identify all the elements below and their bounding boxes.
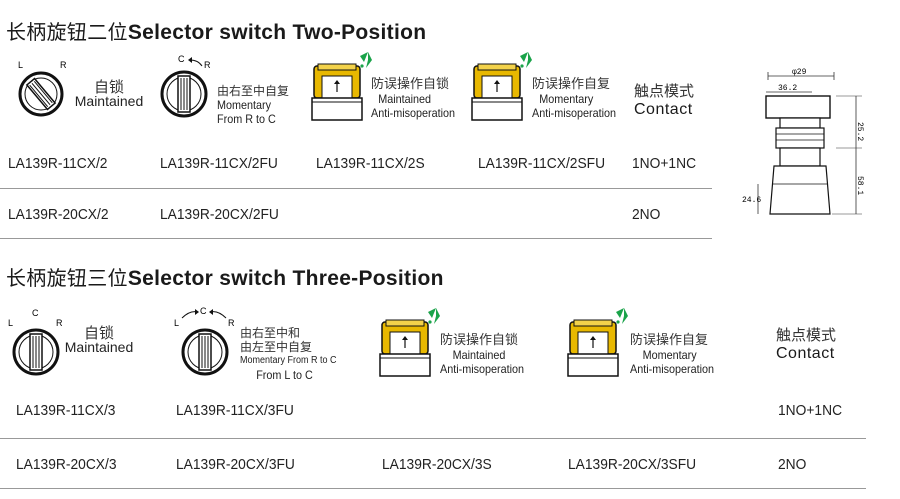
model-code: LA139R-20CX/2FU: [160, 206, 279, 223]
maintained-knob-icon: L R: [14, 58, 70, 120]
svg-text:24.6: 24.6: [742, 196, 761, 205]
three-position-momentary-knob-icon: L C R: [172, 304, 238, 378]
mode-anti-misoperation-maintained: 防误操作自锁 Maintained Anti-misoperation: [440, 333, 525, 377]
svg-text:25.2: 25.2: [855, 122, 864, 141]
model-code: LA139R-11CX/2FU: [160, 155, 278, 172]
mode-anti-misoperation-momentary: 防误操作自复 Momentary Anti-misoperation: [630, 333, 715, 377]
section-title-three-position: 长柄旋钮三位Selector switch Three-Position: [6, 262, 444, 291]
three-position-knob-icon: L C R: [6, 308, 68, 378]
svg-text:L: L: [174, 318, 179, 328]
mode-anti-misoperation-maintained: 防误操作自锁 Maintained Anti-misoperation: [371, 77, 456, 121]
dimension-drawing: φ29 36.2 25.2 58.1 24.6: [740, 66, 880, 236]
momentary-knob-icon: C R: [154, 52, 214, 120]
row-divider: [0, 188, 712, 189]
title-cn: 长柄旋钮三位: [6, 266, 128, 290]
title-cn: 长柄旋钮二位: [6, 20, 128, 44]
model-code: LA139R-11CX/2: [8, 155, 108, 172]
contact-value: 1NO+1NC: [632, 155, 697, 172]
mode-momentary-r-l-to-c: 由右至中和 由左至中自复 Momentary From R to C From …: [240, 326, 337, 382]
svg-text:φ29: φ29: [792, 68, 807, 77]
mode-maintained: 自锁 Maintained: [64, 324, 134, 355]
mode-anti-misoperation-momentary: 防误操作自复 Momentary Anti-misoperation: [532, 77, 617, 121]
anti-misoperation-switch-icon: [378, 306, 444, 380]
model-code: LA139R-11CX/3FU: [176, 402, 294, 419]
label-r: R: [60, 60, 67, 70]
svg-text:C: C: [200, 306, 207, 316]
contact-header: 触点模式 Contact: [776, 326, 837, 362]
model-code: LA139R-20CX/3FU: [176, 456, 295, 473]
svg-text:R: R: [228, 318, 235, 328]
row-divider: [0, 438, 866, 439]
contact-value: 2NO: [632, 206, 661, 223]
model-code: LA139R-11CX/3: [16, 402, 116, 419]
mode-maintained: 自锁 Maintained: [74, 78, 144, 109]
model-code: LA139R-20CX/2: [8, 206, 109, 223]
anti-misoperation-switch-icon: [566, 306, 632, 380]
section-title-two-position: 长柄旋钮二位Selector switch Two-Position: [6, 16, 426, 45]
svg-text:R: R: [56, 318, 63, 328]
svg-text:58.1: 58.1: [855, 176, 864, 195]
contact-header: 触点模式 Contact: [634, 82, 695, 118]
contact-value: 2NO: [778, 456, 807, 473]
model-code: LA139R-11CX/2S: [316, 155, 425, 172]
model-code: LA139R-11CX/2SFU: [478, 155, 606, 172]
anti-misoperation-switch-icon: [470, 50, 536, 124]
row-divider: [0, 488, 866, 489]
anti-misoperation-switch-icon: [310, 50, 376, 124]
model-code: LA139R-20CX/3S: [382, 456, 492, 473]
model-code: LA139R-20CX/3SFU: [568, 456, 697, 473]
title-en: Selector switch Three-Position: [127, 267, 444, 290]
svg-text:36.2: 36.2: [778, 84, 797, 93]
label-l: L: [18, 60, 23, 70]
contact-value: 1NO+1NC: [778, 402, 843, 419]
svg-text:R: R: [204, 60, 211, 70]
title-en: Selector switch Two-Position: [127, 21, 427, 44]
svg-text:L: L: [8, 318, 13, 328]
svg-text:C: C: [32, 308, 39, 318]
svg-text:C: C: [178, 54, 185, 64]
model-code: LA139R-20CX/3: [16, 456, 117, 473]
mode-momentary-r-to-c: 由右至中自复 Momentary From R to C: [217, 84, 290, 126]
row-divider: [0, 238, 712, 239]
